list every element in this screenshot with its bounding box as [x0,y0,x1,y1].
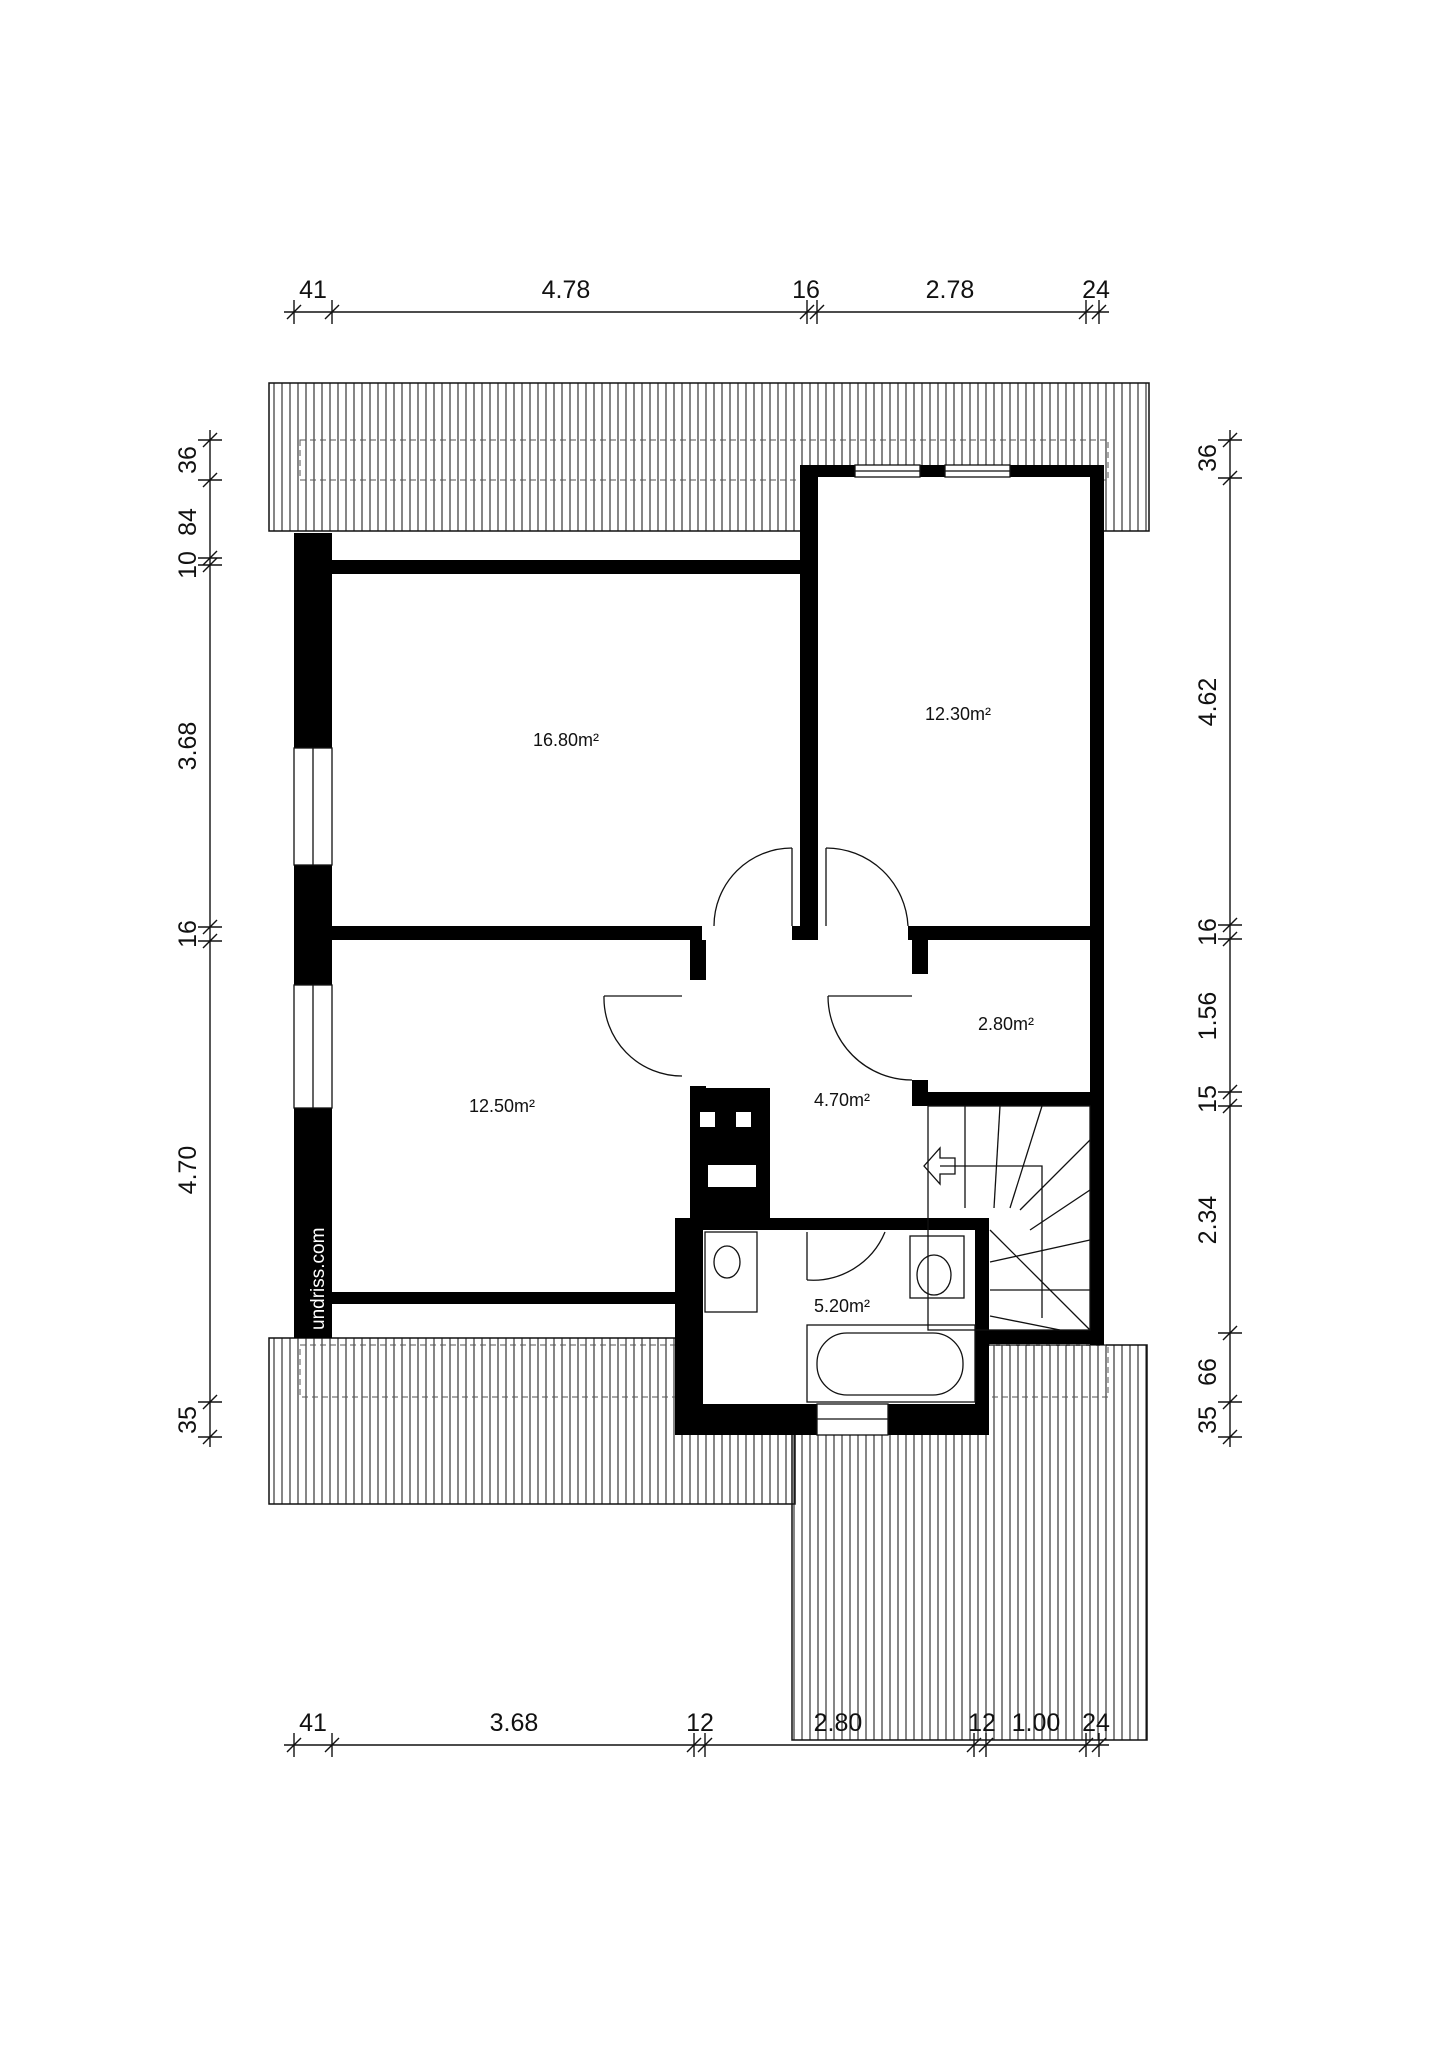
room-area-label: 12.50m² [469,1096,535,1116]
windows [293,464,1011,1436]
dimension-label: 4.78 [542,276,591,304]
dimension-label: 24 [1082,1709,1110,1737]
watermark: undriss.com [308,1228,329,1330]
dimension-label: 10 [174,551,202,579]
dimension-line-bottom: 41 3.68 12 2.80 12 1.00 24 [284,1709,1110,1757]
roof-overhang-top [299,439,1109,481]
dimension-label: 16 [174,920,202,948]
dimension-label: 15 [1194,1085,1222,1113]
dimension-label: 41 [299,1709,327,1737]
dimension-label: 4.70 [174,1146,202,1195]
dimension-label: 3.68 [174,722,202,771]
dimension-label: 35 [174,1406,202,1434]
room-area-label: 2.80m² [978,1014,1034,1034]
dimension-label: 1.00 [1012,1709,1061,1737]
walls [294,465,1104,1435]
dimension-label: 1.56 [1194,992,1222,1041]
dimension-label: 41 [299,276,327,304]
room-area-label: 12.30m² [925,704,991,724]
dimension-line-top: 41 4.78 16 2.78 24 [284,276,1110,324]
dimension-label: 12 [968,1709,996,1737]
dimension-label: 4.62 [1194,678,1222,727]
dimension-label: 84 [174,508,202,536]
toilet [909,1235,965,1299]
sink [704,1231,758,1313]
bathtub [806,1324,976,1403]
dimension-line-right: 36 4.62 16 1.56 15 2.34 66 35 [1194,430,1242,1447]
room-area-label: 16.80m² [533,730,599,750]
dimension-label: 36 [1194,444,1222,472]
dimension-label: 16 [1194,918,1222,946]
dimension-label: 24 [1082,276,1110,304]
dimension-label: 66 [1194,1358,1222,1386]
dimension-label: 12 [686,1709,714,1737]
bathroom-fixtures [704,1231,976,1403]
dimension-label: 2.78 [926,276,975,304]
dimension-label: 2.34 [1194,1196,1222,1245]
room-area-label: 4.70m² [814,1090,870,1110]
stairs [923,1105,1091,1331]
doors [603,847,913,1281]
room-labels: 16.80m² 12.30m² 2.80m² 12.50m² 4.70m² 5.… [469,704,1034,1316]
dimension-label: 36 [174,446,202,474]
dimension-label: 3.68 [490,1709,539,1737]
dimension-label: 35 [1194,1406,1222,1434]
dimension-label: 2.80 [814,1709,863,1737]
dimension-line-left: 36 84 10 3.68 16 4.70 35 [174,430,222,1447]
dimension-label: 16 [792,276,820,304]
room-area-label: 5.20m² [814,1296,870,1316]
